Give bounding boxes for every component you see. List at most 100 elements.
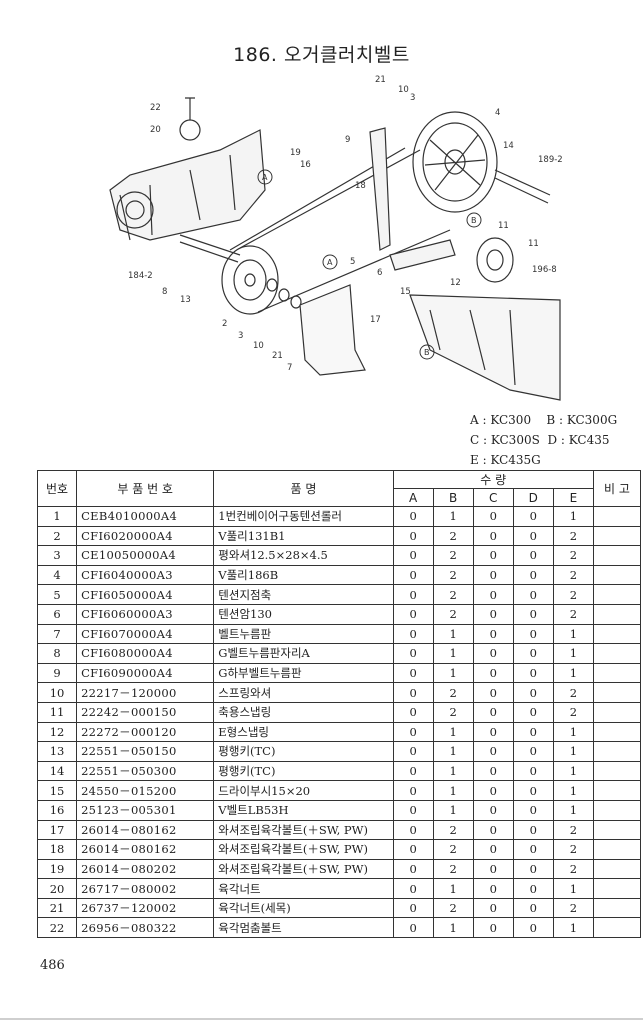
part-number: 26014－080162 [76, 819, 215, 841]
row-number: 11 [36, 701, 78, 723]
part-name: 평행키(TC) [213, 741, 394, 762]
part-number: 26014－080162 [76, 839, 215, 860]
row-number: 10 [36, 682, 78, 703]
remarks-cell [592, 839, 642, 860]
header-qty: 수 량 [392, 470, 594, 489]
part-number: 22551－050150 [76, 741, 215, 762]
header-name: 품 명 [213, 470, 394, 507]
part-number: 22217－120000 [76, 682, 215, 703]
exploded-parts-diagram: 21 10 3 4 22 20 19 16 9 14 189-2 18 11 1… [109, 75, 563, 401]
quantity-cell: 0 [472, 839, 514, 860]
quantity-cell: 0 [472, 623, 514, 645]
quantity-cell: 1 [432, 760, 474, 782]
svg-text:B: B [471, 216, 477, 225]
callout-11b: 11 [528, 239, 539, 249]
quantity-cell: 0 [512, 819, 554, 841]
remarks-cell [592, 819, 642, 841]
callout-20: 20 [150, 125, 161, 135]
quantity-cell: 1 [552, 721, 594, 743]
row-number: 4 [36, 564, 78, 586]
quantity-cell: 2 [432, 819, 474, 841]
quantity-cell: 0 [392, 917, 434, 939]
row-number: 9 [36, 662, 78, 684]
remarks-cell [592, 701, 642, 723]
quantity-cell: 1 [432, 506, 474, 527]
quantity-cell: 0 [512, 760, 554, 782]
quantity-cell: 1 [552, 760, 594, 782]
quantity-cell: 0 [512, 839, 554, 860]
callout-189-2: 189-2 [538, 155, 563, 165]
part-number: CFI6020000A4 [76, 525, 215, 547]
row-number: 14 [36, 760, 78, 782]
remarks-cell [592, 799, 642, 821]
part-name: 텐션암130 [213, 603, 394, 625]
quantity-cell: 0 [472, 701, 514, 723]
row-number: 22 [36, 917, 78, 939]
remarks-cell [592, 662, 642, 684]
callout-10b: 10 [253, 341, 264, 351]
quantity-cell: 0 [512, 858, 554, 880]
row-number: 17 [36, 819, 78, 841]
quantity-cell: 0 [512, 623, 554, 645]
quantity-cell: 0 [512, 780, 554, 801]
quantity-cell: 0 [472, 760, 514, 782]
part-name: V벨트LB53H [213, 799, 394, 821]
callout-19: 19 [290, 148, 301, 158]
quantity-cell: 0 [472, 603, 514, 625]
quantity-cell: 2 [432, 525, 474, 547]
quantity-cell: 0 [472, 799, 514, 821]
quantity-cell: 0 [392, 839, 434, 860]
quantity-cell: 2 [552, 584, 594, 605]
quantity-cell: 0 [472, 721, 514, 743]
quantity-cell: 0 [392, 858, 434, 880]
header-part-number: 부 품 번 호 [76, 470, 215, 507]
remarks-cell [592, 760, 642, 782]
quantity-cell: 0 [512, 662, 554, 684]
part-number: 26717－080002 [76, 878, 215, 899]
bottom-rule [0, 1018, 643, 1020]
part-name: E형스냅링 [213, 721, 394, 743]
remarks-cell [592, 878, 642, 899]
callout-12: 12 [450, 278, 461, 288]
callout-196-8: 196-8 [532, 265, 557, 275]
callout-21: 21 [375, 75, 386, 85]
callout-6: 6 [377, 268, 382, 278]
quantity-cell: 1 [552, 878, 594, 899]
callout-8: 8 [162, 287, 167, 297]
quantity-cell: 2 [552, 525, 594, 547]
quantity-cell: 0 [472, 878, 514, 899]
row-number: 1 [36, 506, 78, 527]
quantity-cell: 0 [392, 878, 434, 899]
quantity-cell: 0 [472, 564, 514, 586]
callout-184-2: 184-2 [128, 271, 153, 281]
remarks-cell [592, 682, 642, 703]
callout-2: 2 [222, 319, 227, 329]
row-number: 16 [36, 799, 78, 821]
part-number: 22272－000120 [76, 721, 215, 743]
quantity-cell: 0 [512, 506, 554, 527]
quantity-cell: 2 [552, 564, 594, 586]
quantity-cell: 0 [392, 701, 434, 723]
remarks-cell [592, 564, 642, 586]
remarks-cell [592, 525, 642, 547]
part-name: V풀리131B1 [213, 525, 394, 547]
part-name: G벨트누름판자리A [213, 643, 394, 664]
part-name: 벨트누름판 [213, 623, 394, 645]
quantity-cell: 1 [432, 780, 474, 801]
quantity-cell: 0 [512, 721, 554, 743]
quantity-cell: 1 [432, 917, 474, 939]
quantity-cell: 0 [512, 897, 554, 919]
quantity-cell: 2 [432, 545, 474, 566]
remarks-cell [592, 623, 642, 645]
part-name: 평행키(TC) [213, 760, 394, 782]
part-name: 육각멈춤볼트 [213, 917, 394, 939]
quantity-cell: 1 [552, 741, 594, 762]
quantity-cell: 0 [392, 545, 434, 566]
